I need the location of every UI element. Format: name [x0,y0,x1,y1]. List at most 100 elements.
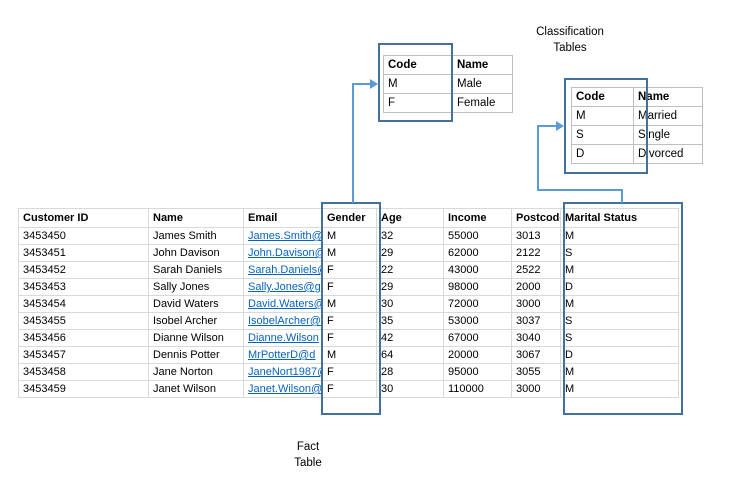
table-cell: 3453450 [18,227,149,245]
column-header: Email [243,208,323,228]
column-header: Name [452,55,513,75]
gender-column-highlight-box [321,202,381,415]
marital-connector-line-vertical-lower [621,189,623,203]
table-cell: 3067 [511,346,561,364]
column-header: Name [148,208,244,228]
marital-connector-line-horizontal-upper [537,125,557,127]
table-cell: 3453456 [18,329,149,347]
table-cell: 32 [376,227,444,245]
gender-connector-line-horizontal [352,83,371,85]
email-link[interactable]: IsobelArcher@ [248,315,321,327]
table-cell: 98000 [443,278,512,296]
table-cell: M [560,380,679,398]
fact-table-label: Fact Table [263,439,353,471]
table-cell: Sally Jones [148,278,244,296]
table-cell: 53000 [443,312,512,330]
table-cell: 72000 [443,295,512,313]
marital-connector-arrow-icon [556,121,564,131]
table-cell: Janet Wilson [148,380,244,398]
table-cell: 62000 [443,244,512,262]
column-header: Customer ID [18,208,149,228]
email-link[interactable]: James.Smith@ [248,230,323,242]
table-cell: IsobelArcher@ [243,312,323,330]
table-cell: JaneNort1987@ [243,363,323,381]
table-cell: 3013 [511,227,561,245]
table-cell: 3037 [511,312,561,330]
table-cell: Isobel Archer [148,312,244,330]
gender-connector-arrow-icon [370,79,378,89]
email-link[interactable]: Janet.Wilson@ [248,383,323,395]
gender-code-column-highlight-box [378,43,453,122]
gender-connector-line-vertical [352,84,354,203]
table-cell: 55000 [443,227,512,245]
marital-connector-line-horizontal-lower [537,189,623,191]
table-cell: John Davison [148,244,244,262]
email-link[interactable]: Sarah.Daniels@ [248,264,323,276]
table-cell: MrPotterD@d [243,346,323,364]
table-cell: 3453457 [18,346,149,364]
email-link[interactable]: JaneNort1987@ [248,366,323,378]
table-cell: Jane Norton [148,363,244,381]
table-cell: 22 [376,261,444,279]
table-cell: Sally.Jones@g [243,278,323,296]
table-cell: 3000 [511,295,561,313]
table-cell: Female [452,93,513,113]
table-cell: F [383,93,453,113]
table-cell: 2000 [511,278,561,296]
column-header: Marital Status [560,208,679,228]
table-cell: 64 [376,346,444,364]
table-cell: Dianne.Wilson [243,329,323,347]
table-cell: 3453452 [18,261,149,279]
table-cell: 28 [376,363,444,381]
email-link[interactable]: Dianne.Wilson [248,332,319,344]
table-cell: Single [633,125,703,145]
table-cell: 3453453 [18,278,149,296]
table-cell: Dianne Wilson [148,329,244,347]
table-cell: 30 [376,380,444,398]
email-link[interactable]: David.Waters@ [248,298,323,310]
table-cell: John.Davison@ [243,244,323,262]
email-link[interactable]: John.Davison@ [248,247,323,259]
column-header: Income [443,208,512,228]
table-cell: 3453455 [18,312,149,330]
table-cell: David Waters [148,295,244,313]
table-cell: 3040 [511,329,561,347]
table-cell: 3000 [511,380,561,398]
marital-status-column-highlight-box [563,202,683,415]
table-cell: 43000 [443,261,512,279]
table-cell: 3453454 [18,295,149,313]
table-cell: 2122 [511,244,561,262]
table-cell: Divorced [633,144,703,164]
table-cell: 67000 [443,329,512,347]
table-cell: Sarah.Daniels@ [243,261,323,279]
email-link[interactable]: MrPotterD@d [248,349,316,361]
table-cell: 95000 [443,363,512,381]
table-cell: Janet.Wilson@ [243,380,323,398]
column-header: Age [376,208,444,228]
table-cell: 3453458 [18,363,149,381]
column-header: Postcode [511,208,561,228]
table-cell: 3453451 [18,244,149,262]
table-cell: 29 [376,278,444,296]
fact-label-line2: Table [294,457,322,469]
fact-label-line1: Fact [296,441,320,453]
classification-label-line1: Classification [536,26,604,38]
table-cell: 42 [376,329,444,347]
email-link[interactable]: Sally.Jones@g [248,281,321,293]
table-cell: 3453459 [18,380,149,398]
